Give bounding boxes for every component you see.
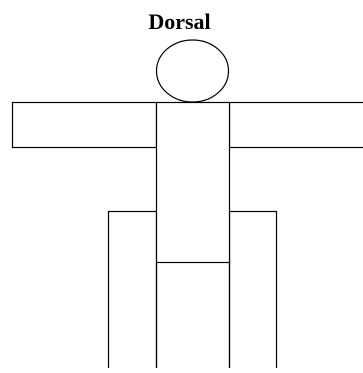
torso: [157, 103, 230, 263]
head: [157, 40, 229, 102]
left-leg: [109, 212, 157, 369]
right-leg: [230, 212, 277, 369]
diagram-title: Dorsal: [0, 8, 363, 36]
left-arm: [13, 103, 157, 148]
right-arm: [230, 103, 363, 148]
